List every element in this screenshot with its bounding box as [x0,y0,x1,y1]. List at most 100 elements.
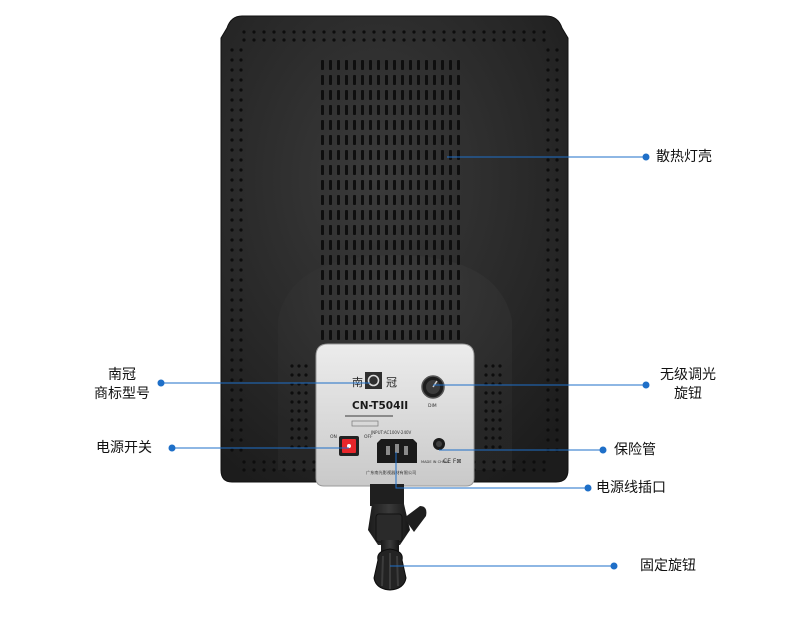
vent-hole [555,228,559,232]
vent-hole [230,138,234,142]
vent-slot [441,90,444,100]
power-switch[interactable] [339,436,359,456]
vent-hole [546,408,550,412]
vent-slot [361,75,364,85]
vent-slot [409,195,412,205]
fuse-holder[interactable] [433,438,445,450]
vent-slot [337,210,340,220]
vent-hole [546,208,550,212]
spec-line-1 [345,415,393,417]
vent-slot [449,75,452,85]
vent-hole [322,38,326,42]
mount-neck [370,484,404,506]
vent-slot [409,330,412,340]
power-socket[interactable] [377,439,417,463]
vent-hole [304,391,308,395]
vent-slot [409,225,412,235]
vent-hole [472,38,476,42]
vent-slot [329,105,332,115]
vent-slot [361,195,364,205]
vent-hole [546,88,550,92]
vent-slot [385,165,388,175]
vent-hole [546,348,550,352]
vent-hole [230,318,234,322]
vent-hole [546,198,550,202]
vent-slot [401,60,404,70]
vent-hole [272,30,276,34]
vent-slot [449,105,452,115]
cert-marks: CE F⊠ [443,458,461,465]
vent-hole [297,391,301,395]
maker-text: 广东南光影视器材有限公司 [366,469,416,476]
vent-slot [345,90,348,100]
vent-hole [230,308,234,312]
vent-slot [369,165,372,175]
vent-hole [502,460,506,464]
vent-slot [329,165,332,175]
vent-slot [329,120,332,130]
vent-hole [472,30,476,34]
vent-slot [329,300,332,310]
vent-hole [555,238,559,242]
vent-hole [230,368,234,372]
callout-lines [157,153,650,570]
vent-slot [393,165,396,175]
vent-hole [502,38,506,42]
vent-slot [425,60,428,70]
vent-hole [412,30,416,34]
vent-hole [239,248,243,252]
vent-hole [272,460,276,464]
vent-hole [252,460,256,464]
vent-slot [321,165,324,175]
vent-slot [401,135,404,145]
vent-hole [482,468,486,472]
vent-slot [393,105,396,115]
vent-slot [329,330,332,340]
vent-slot [361,270,364,280]
vent-slot [409,120,412,130]
vent-hole [555,328,559,332]
dimmer-knob[interactable] [421,375,445,399]
vent-hole [282,460,286,464]
vent-slot [361,90,364,100]
vent-hole [302,30,306,34]
vent-hole [332,38,336,42]
vent-hole [302,468,306,472]
vent-hole [555,98,559,102]
vent-slot [409,270,412,280]
vent-slot [377,165,380,175]
vent-hole [555,58,559,62]
vent-slot [353,225,356,235]
vent-hole [382,38,386,42]
vent-slot [385,135,388,145]
vent-hole [239,78,243,82]
vent-slot [441,315,444,325]
vent-slot [345,75,348,85]
vent-slot [369,135,372,145]
vent-slot [385,240,388,250]
vent-hole [230,128,234,132]
vent-hole [555,138,559,142]
vent-hole [292,38,296,42]
dot-heat-shell [642,153,650,161]
vent-slot [433,315,436,325]
vent-slot [321,75,324,85]
vent-hole [462,30,466,34]
vent-slot [329,195,332,205]
vent-slot [433,180,436,190]
vent-hole [442,38,446,42]
vent-slot [337,120,340,130]
vent-slot [433,165,436,175]
vent-slot [401,150,404,160]
vent-slot [345,225,348,235]
vent-slot [417,270,420,280]
vent-hole [498,391,502,395]
vent-slot [353,270,356,280]
vent-slot [369,180,372,190]
lock-knob[interactable] [373,548,407,591]
vent-slot [401,330,404,340]
vent-hole [252,38,256,42]
vent-slot [449,120,452,130]
vent-hole [492,460,496,464]
